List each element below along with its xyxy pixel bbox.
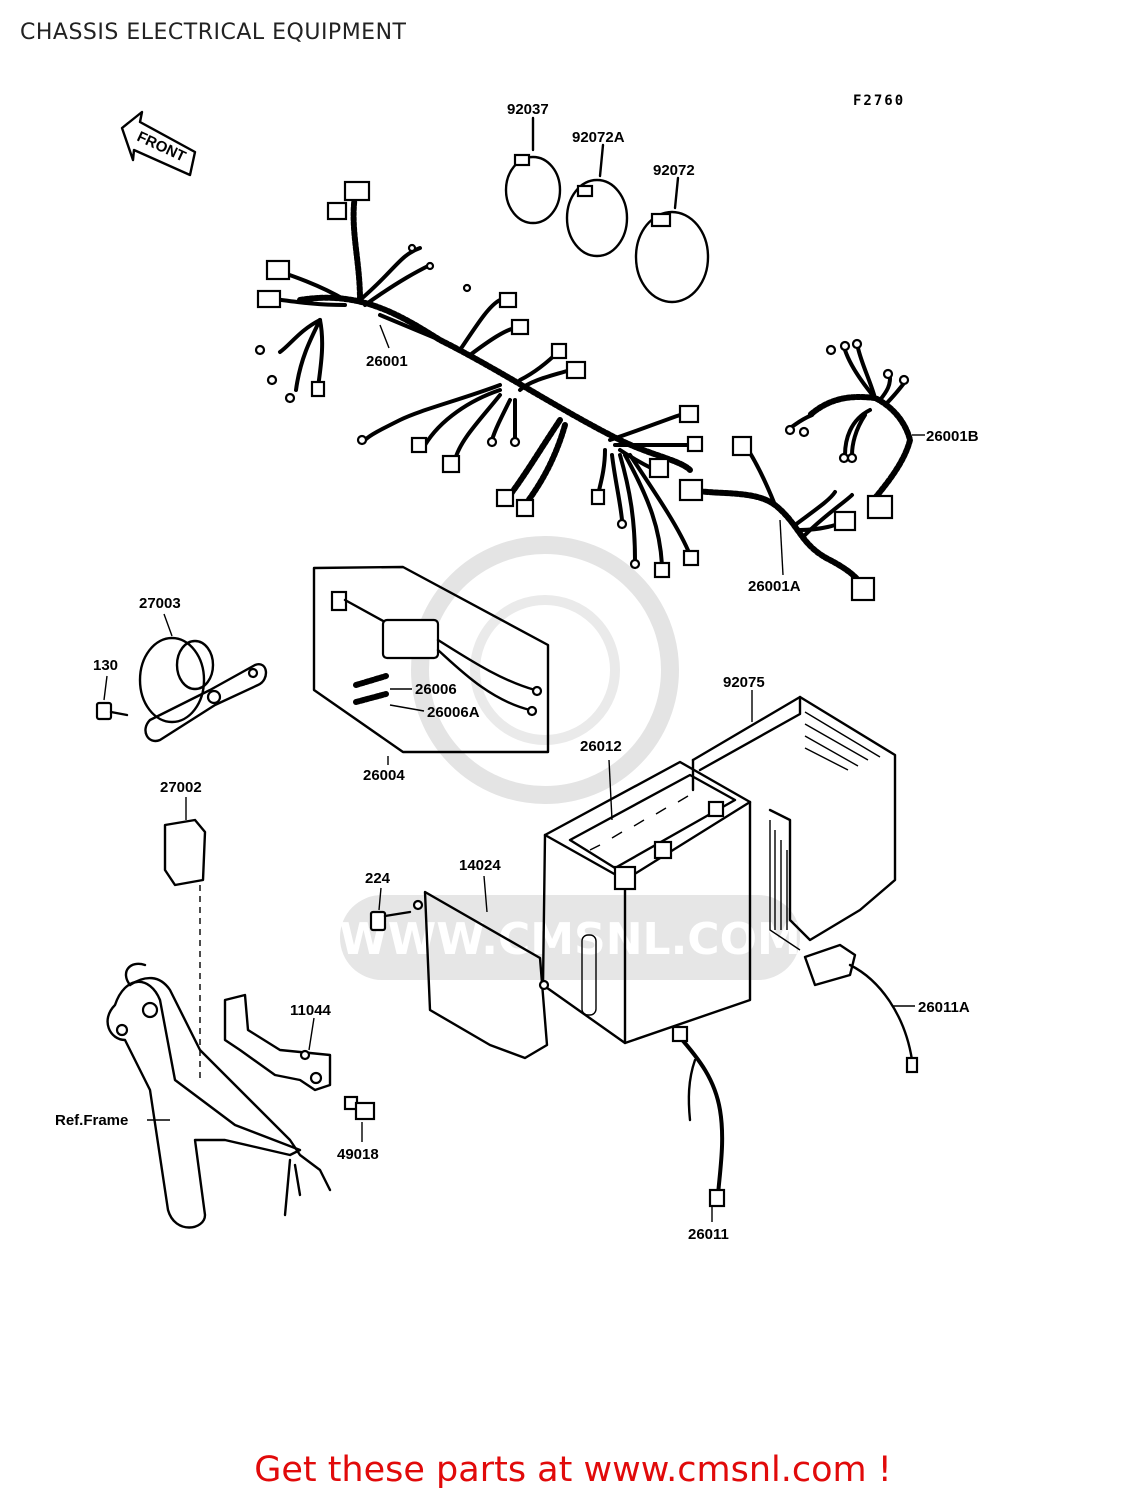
part-label-ref-frame: Ref.Frame bbox=[55, 1112, 128, 1129]
watermark-logo: WWW.CMSNL.COM bbox=[339, 536, 801, 980]
battery-case-92075[interactable] bbox=[691, 690, 897, 951]
cover-14024[interactable] bbox=[412, 875, 550, 1060]
part-label-27002: 27002 bbox=[160, 779, 202, 796]
harness-26001a[interactable] bbox=[678, 435, 876, 602]
part-label-92037: 92037 bbox=[507, 101, 549, 118]
part-label-92075: 92075 bbox=[723, 674, 765, 691]
part-label-26006: 26006 bbox=[415, 681, 457, 698]
part-label-27003: 27003 bbox=[139, 595, 181, 612]
cable-26011[interactable] bbox=[671, 1025, 726, 1222]
harness-26001b[interactable] bbox=[784, 338, 925, 520]
bolt-130[interactable] bbox=[95, 675, 129, 721]
band-92072[interactable] bbox=[634, 176, 710, 304]
front-arrow: FRONT bbox=[120, 110, 197, 177]
diagram-code: F2760 bbox=[853, 93, 905, 109]
clip-49018[interactable] bbox=[343, 1095, 376, 1142]
parts-diagram: WWW.CMSNL.COM F2760 FRONT bbox=[55, 93, 979, 1243]
part-label-26001: 26001 bbox=[366, 353, 408, 370]
part-label-26011a: 26011A bbox=[918, 999, 970, 1016]
part-label-26012: 26012 bbox=[580, 738, 622, 755]
reference-frame bbox=[106, 962, 332, 1229]
part-label-26001b: 26001B bbox=[926, 428, 979, 445]
part-label-26001a: 26001A bbox=[748, 578, 801, 595]
kit-26004[interactable] bbox=[312, 565, 550, 765]
part-label-26006a: 26006A bbox=[427, 704, 480, 721]
horn-27003[interactable] bbox=[138, 613, 268, 743]
watermark-text: WWW.CMSNL.COM bbox=[339, 914, 801, 965]
part-label-92072: 92072 bbox=[653, 162, 695, 179]
band-92072a[interactable] bbox=[565, 143, 629, 258]
part-label-92072a: 92072A bbox=[572, 129, 625, 146]
part-label-49018: 49018 bbox=[337, 1146, 379, 1163]
main-harness-26001[interactable] bbox=[254, 180, 704, 579]
part-label-26004: 26004 bbox=[363, 767, 405, 784]
relay-27002[interactable] bbox=[163, 797, 207, 1080]
bolt-224[interactable] bbox=[369, 887, 412, 932]
cable-26011a[interactable] bbox=[803, 943, 919, 1074]
band-92037[interactable] bbox=[504, 116, 562, 225]
part-label-224: 224 bbox=[365, 870, 391, 887]
part-label-11044: 11044 bbox=[290, 1002, 332, 1019]
bracket-11044[interactable] bbox=[223, 993, 332, 1092]
footer-link[interactable]: Get these parts at www.cmsnl.com ! bbox=[254, 1450, 892, 1490]
part-label-26011: 26011 bbox=[688, 1226, 729, 1243]
page-title: CHASSIS ELECTRICAL EQUIPMENT bbox=[20, 20, 407, 45]
part-label-14024: 14024 bbox=[459, 857, 501, 874]
part-label-130: 130 bbox=[93, 657, 118, 674]
